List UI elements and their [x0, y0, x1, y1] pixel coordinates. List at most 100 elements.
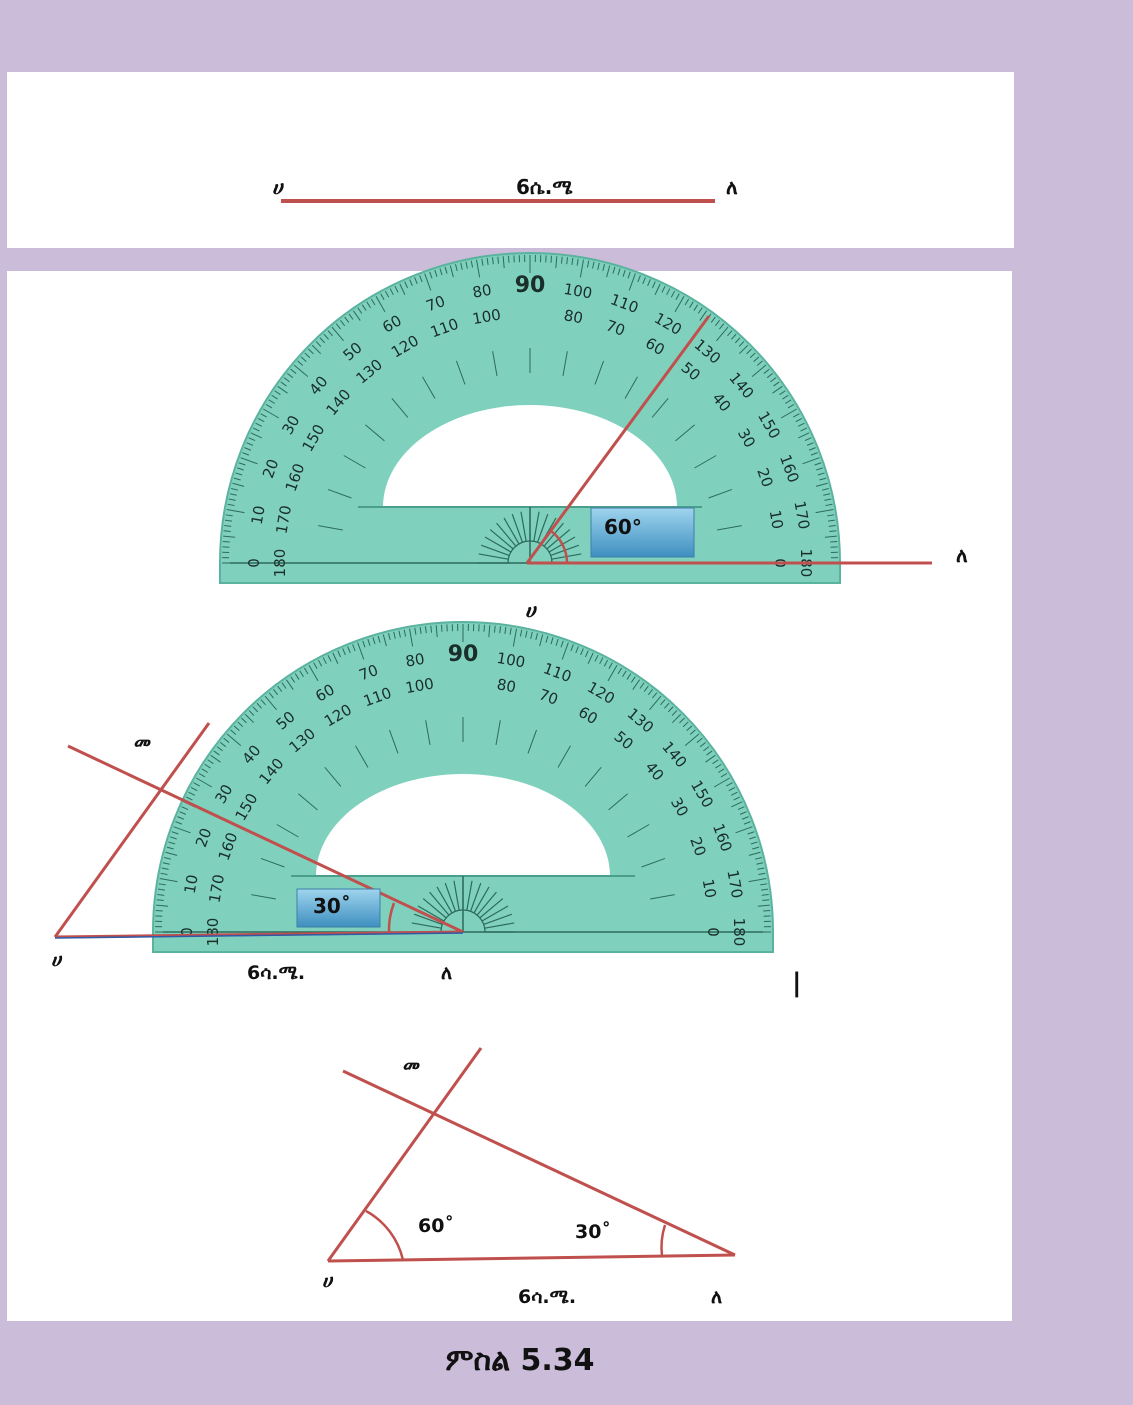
protractor-center-tick: [511, 513, 524, 543]
protractor-tick: [256, 702, 262, 709]
protractor-tick: [606, 265, 611, 278]
protractor-tick: [348, 313, 354, 320]
protractor-tick: [223, 737, 230, 743]
protractor-tick: [731, 333, 737, 340]
protractor-tick: [161, 867, 169, 870]
protractor-tick: [561, 642, 569, 660]
protractor-tick: [393, 631, 396, 639]
protractor-tick: [290, 676, 296, 683]
protractor-outer-number: 0: [178, 927, 196, 937]
protractor-tick: [236, 467, 244, 471]
protractor-tick: [754, 857, 762, 860]
protractor-tick: [414, 627, 417, 635]
protractor-tick: [699, 741, 707, 748]
protractor-tick: [689, 729, 696, 735]
protractor-inner-number: 70: [603, 316, 627, 339]
protractor-tick: [185, 796, 193, 801]
protractor-outer-number: 170: [723, 868, 746, 899]
protractor-tick: [497, 256, 500, 264]
protractor-tick: [579, 259, 584, 278]
protractor-tick: [719, 323, 725, 330]
protractor-tick: [751, 364, 767, 377]
protractor-tick: [271, 394, 278, 400]
protractor-outer-number: 180: [730, 918, 748, 947]
protractor-tick: [424, 626, 427, 634]
protractor-inner-tick: [324, 766, 342, 787]
protractor-tick: [684, 298, 690, 306]
protractor-tick: [706, 750, 713, 756]
protractor-tick: [749, 836, 757, 840]
protractor-tick: [570, 644, 574, 652]
step2-angle-box: [296, 888, 381, 928]
protractor-tick: [586, 260, 590, 268]
protractor-inner-tick: [388, 729, 399, 754]
protractor-tick: [248, 437, 256, 442]
protractor-tick: [344, 316, 350, 323]
protractor-tick: [738, 341, 745, 347]
protractor-center-tick: [479, 898, 504, 919]
protractor-tick: [210, 754, 221, 763]
protractor-tick: [294, 673, 300, 680]
protractor-tick: [739, 811, 747, 815]
protractor-tick: [171, 831, 179, 835]
protractor-outer-number: 10: [181, 873, 202, 895]
protractor-tick: [696, 737, 703, 743]
protractor-tick: [592, 261, 595, 269]
protractor-tick: [233, 725, 240, 731]
protractor-tick: [204, 763, 211, 769]
protractor-tick: [399, 283, 406, 295]
protractor-tick: [545, 635, 549, 643]
protractor-inner-number: 180: [271, 549, 289, 578]
protractor-outer-number: 20: [259, 457, 282, 481]
protractor-center-tick: [444, 882, 457, 912]
protractor-tick: [226, 733, 242, 746]
triangle-angle-a-label: 60˚: [418, 1214, 454, 1237]
step2-ray-30: [67, 744, 464, 934]
protractor-tick: [188, 791, 196, 796]
protractor-tick: [230, 729, 237, 735]
protractor-tick: [281, 682, 287, 689]
protractor-tick: [491, 257, 494, 265]
protractor-center-tick: [469, 882, 482, 912]
protractor-tick: [566, 257, 569, 265]
protractor-tick: [712, 759, 719, 765]
protractor-tick: [476, 259, 481, 278]
protractor-tick: [773, 381, 780, 387]
protractor-tick: [766, 372, 774, 379]
protractor-tick: [308, 348, 314, 355]
protractor-tick: [207, 759, 214, 765]
protractor-center-tick: [483, 913, 513, 926]
protractor-tick: [347, 646, 351, 654]
protractor-tick: [263, 408, 280, 419]
triangle-angle-b-label: 30˚: [575, 1220, 611, 1243]
step1-ray-label: ለ: [956, 543, 968, 567]
protractor-tick: [810, 452, 818, 456]
protractor-tick: [689, 301, 694, 309]
protractor-tick: [720, 772, 728, 778]
step2-apex-label: መ: [134, 731, 151, 753]
protractor-tick: [717, 768, 725, 773]
protractor-tick: [308, 665, 319, 682]
step2-ray-60: [53, 722, 211, 938]
protractor-tick: [244, 713, 255, 724]
protractor-tick: [705, 754, 716, 763]
protractor-tick: [699, 310, 708, 321]
protractor-tick: [727, 330, 733, 337]
protractor-center-tick: [484, 922, 515, 929]
protractor-outer-number: 90: [515, 273, 546, 298]
protractor-tick: [798, 432, 810, 439]
protractor-tick: [434, 269, 438, 277]
triangle-base: [327, 1253, 736, 1263]
protractor-tick: [642, 277, 646, 285]
figure-caption: ምስል 5.34: [445, 1343, 595, 1378]
protractor-center-tick: [466, 880, 473, 911]
protractor-tick: [670, 290, 676, 298]
protractor-tick: [299, 670, 304, 678]
protractor-inner-number: 100: [404, 674, 435, 697]
protractor-inner-number: 80: [562, 306, 584, 327]
protractor-tick: [749, 352, 756, 359]
protractor-tick: [227, 503, 235, 507]
protractor-inner-tick: [627, 824, 650, 838]
protractor-tick: [361, 304, 367, 311]
